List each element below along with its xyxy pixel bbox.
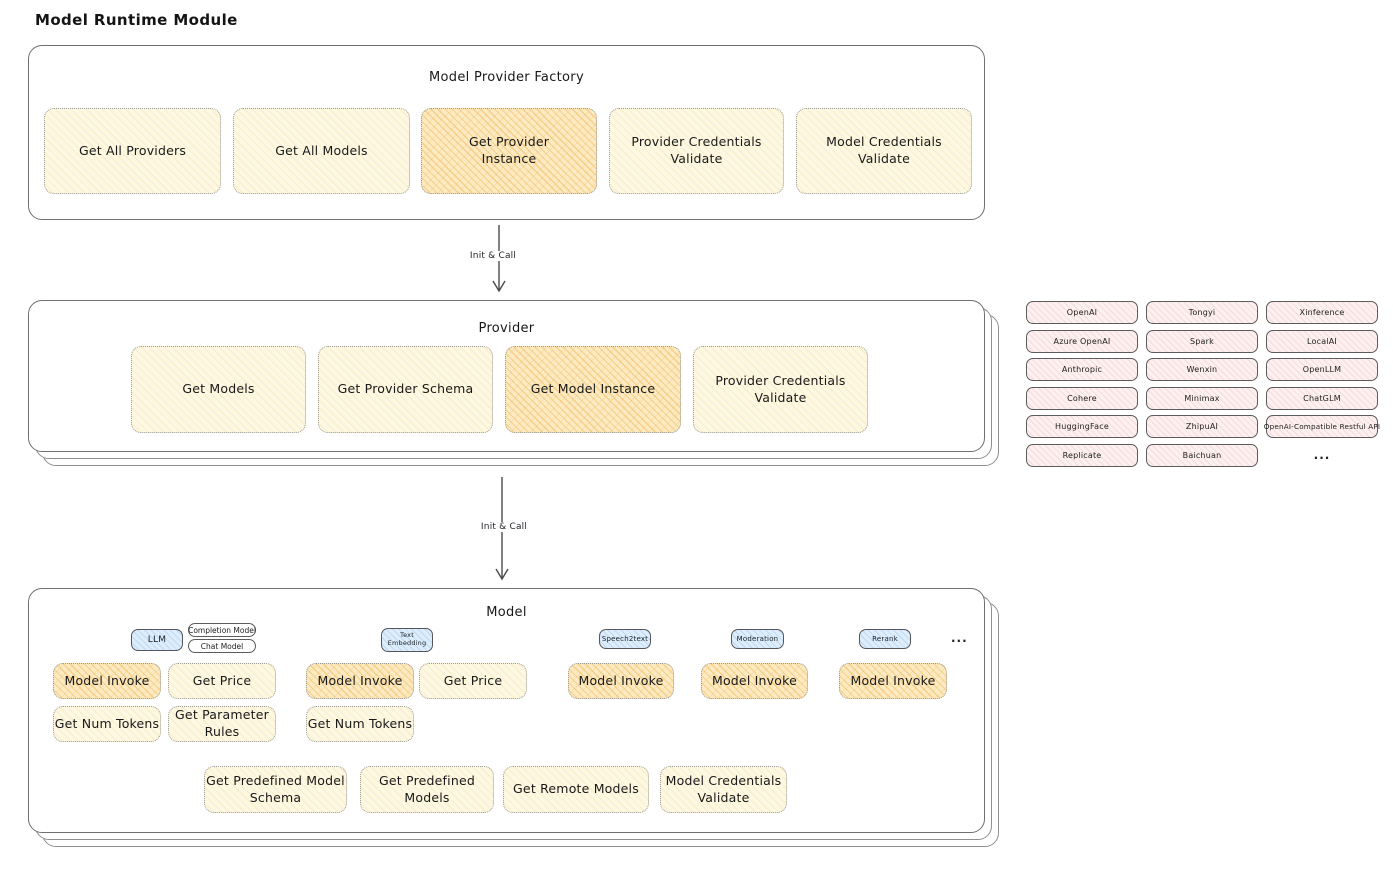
provider-chip-minimax: Minimax — [1146, 386, 1258, 410]
tag-speech2text: Speech2text — [599, 629, 651, 649]
provider-chip-huggingface: HuggingFace — [1026, 415, 1138, 438]
model-title: Model — [486, 605, 527, 620]
factory-card: Model Provider Factory Get All Providers… — [28, 45, 985, 220]
embedding-model-invoke: Model Invoke — [306, 663, 414, 699]
providers-grid: OpenAI Tongyi Xinference Azure OpenAI Sp… — [1026, 301, 1380, 467]
provider-credentials-validate: Provider Credentials Validate — [693, 346, 868, 433]
provider-chip-azure-openai: Azure OpenAI — [1026, 329, 1138, 353]
llm-get-num-tokens: Get Num Tokens — [53, 706, 161, 742]
provider-chip-zhipuai: ZhipuAI — [1146, 415, 1258, 438]
embedding-get-price: Get Price — [419, 663, 527, 699]
tag-text-embedding: Text Embedding — [381, 628, 433, 652]
provider-chip-ellipsis: ... — [1313, 448, 1331, 462]
tags-ellipsis: ... — [951, 631, 968, 645]
speech2text-model-invoke: Model Invoke — [568, 663, 674, 699]
factory-get-provider-instance: Get Provider Instance — [421, 108, 597, 194]
provider-chip-wenxin: Wenxin — [1146, 358, 1258, 381]
factory-provider-credentials-validate: Provider Credentials Validate — [609, 108, 784, 194]
provider-get-model-instance: Get Model Instance — [505, 346, 681, 433]
tag-chat-model: Chat Model — [188, 639, 256, 653]
provider-card: Provider Get Models Get Provider Schema … — [28, 300, 985, 452]
factory-model-credentials-validate: Model Credentials Validate — [796, 108, 972, 194]
embedding-get-num-tokens: Get Num Tokens — [306, 706, 414, 742]
moderation-model-invoke: Model Invoke — [701, 663, 808, 699]
tag-rerank: Rerank — [859, 629, 911, 649]
provider-chip-cohere: Cohere — [1026, 386, 1138, 410]
provider-chip-localai: LocalAI — [1266, 329, 1378, 353]
get-predefined-models: Get Predefined Models — [360, 766, 494, 813]
factory-get-all-models: Get All Models — [233, 108, 410, 194]
provider-chip-tongyi: Tongyi — [1146, 301, 1258, 324]
provider-chip-chatglm: ChatGLM — [1266, 386, 1378, 410]
arrow1-label: Init & Call — [466, 251, 520, 261]
get-remote-models: Get Remote Models — [503, 766, 649, 813]
get-predefined-model-schema: Get Predefined Model Schema — [204, 766, 347, 813]
provider-chip-xinference: Xinference — [1266, 301, 1378, 324]
rerank-model-invoke: Model Invoke — [839, 663, 947, 699]
model-card: Model LLM Completion Model Chat Model Te… — [28, 588, 985, 833]
provider-get-models: Get Models — [131, 346, 306, 433]
model-credentials-validate: Model Credentials Validate — [660, 766, 787, 813]
arrow2-label: Init & Call — [477, 522, 531, 532]
provider-chip-spark: Spark — [1146, 329, 1258, 353]
provider-chip-openai-compatible: OpenAI-Compatible Restful API — [1264, 415, 1380, 438]
provider-chip-baichuan: Baichuan — [1146, 443, 1258, 467]
provider-chip-openllm: OpenLLM — [1266, 358, 1378, 381]
provider-chip-anthropic: Anthropic — [1026, 358, 1138, 381]
provider-chip-replicate: Replicate — [1026, 443, 1138, 467]
provider-get-provider-schema: Get Provider Schema — [318, 346, 493, 433]
llm-get-price: Get Price — [168, 663, 276, 699]
provider-chip-openai: OpenAI — [1026, 301, 1138, 324]
tag-llm: LLM — [131, 629, 183, 651]
tag-completion-model: Completion Model — [188, 623, 256, 637]
tag-moderation: Moderation — [731, 629, 784, 649]
factory-title: Model Provider Factory — [429, 70, 584, 85]
llm-model-invoke: Model Invoke — [53, 663, 161, 699]
provider-title: Provider — [478, 321, 535, 336]
llm-get-parameter-rules: Get Parameter Rules — [168, 706, 276, 742]
page-title: Model Runtime Module — [35, 11, 238, 29]
factory-get-all-providers: Get All Providers — [44, 108, 221, 194]
